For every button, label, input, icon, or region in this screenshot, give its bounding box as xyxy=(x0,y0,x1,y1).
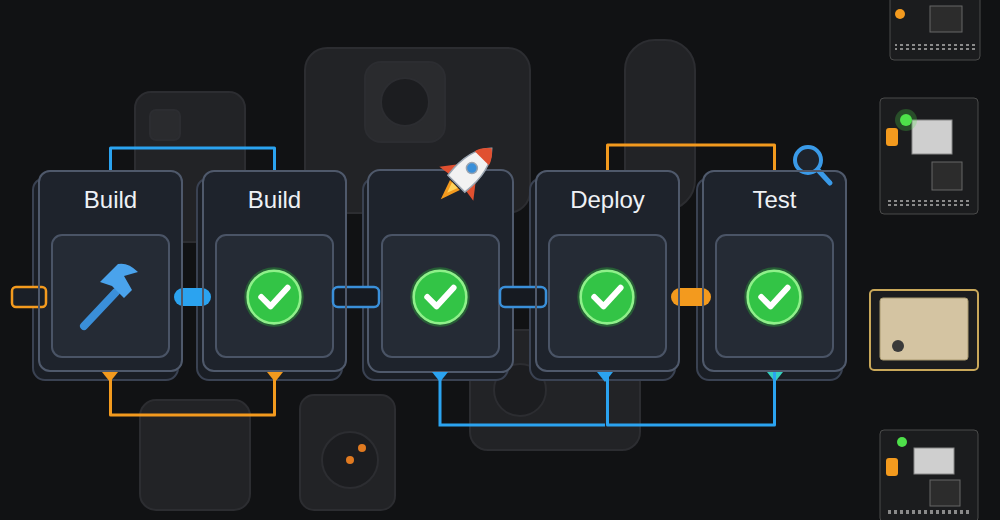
inner-panels xyxy=(52,235,833,357)
faint-dot xyxy=(346,456,354,464)
check-icon xyxy=(744,267,804,327)
check-icon xyxy=(410,267,470,327)
check-icon xyxy=(577,267,637,327)
bracket-connector xyxy=(111,148,275,170)
check-icon xyxy=(244,267,304,327)
connector-pill xyxy=(680,288,702,306)
microcontroller-board xyxy=(890,0,980,60)
magnifier-icon xyxy=(795,147,830,183)
rocket-card xyxy=(368,170,513,372)
connector-pill xyxy=(183,288,202,306)
port-triangles xyxy=(102,372,783,382)
faint-dot xyxy=(358,444,366,452)
connector-pill xyxy=(333,287,379,307)
bus-line xyxy=(440,374,605,425)
stage-title: Test xyxy=(704,172,845,214)
stage-title: Build xyxy=(40,172,181,214)
stage-card: Build xyxy=(202,170,347,372)
connector-pill xyxy=(500,287,546,307)
stage-card: Test xyxy=(702,170,847,372)
stage-card: Build xyxy=(38,170,183,372)
stage-title: Deploy xyxy=(537,172,678,214)
microcontroller-board xyxy=(880,98,978,214)
bracket-connector xyxy=(608,145,775,170)
microcontroller-board xyxy=(880,430,978,520)
faint-icons xyxy=(135,40,695,510)
bracket-connector xyxy=(608,372,775,425)
card-fills xyxy=(38,170,847,372)
bracket-connector xyxy=(111,372,275,415)
hammer-icon xyxy=(84,264,138,326)
radio-module xyxy=(870,290,978,370)
rocket-icon xyxy=(424,131,509,216)
stage-card: Deploy xyxy=(535,170,680,372)
connector-pill xyxy=(12,287,46,307)
stage-title: Build xyxy=(204,172,345,214)
